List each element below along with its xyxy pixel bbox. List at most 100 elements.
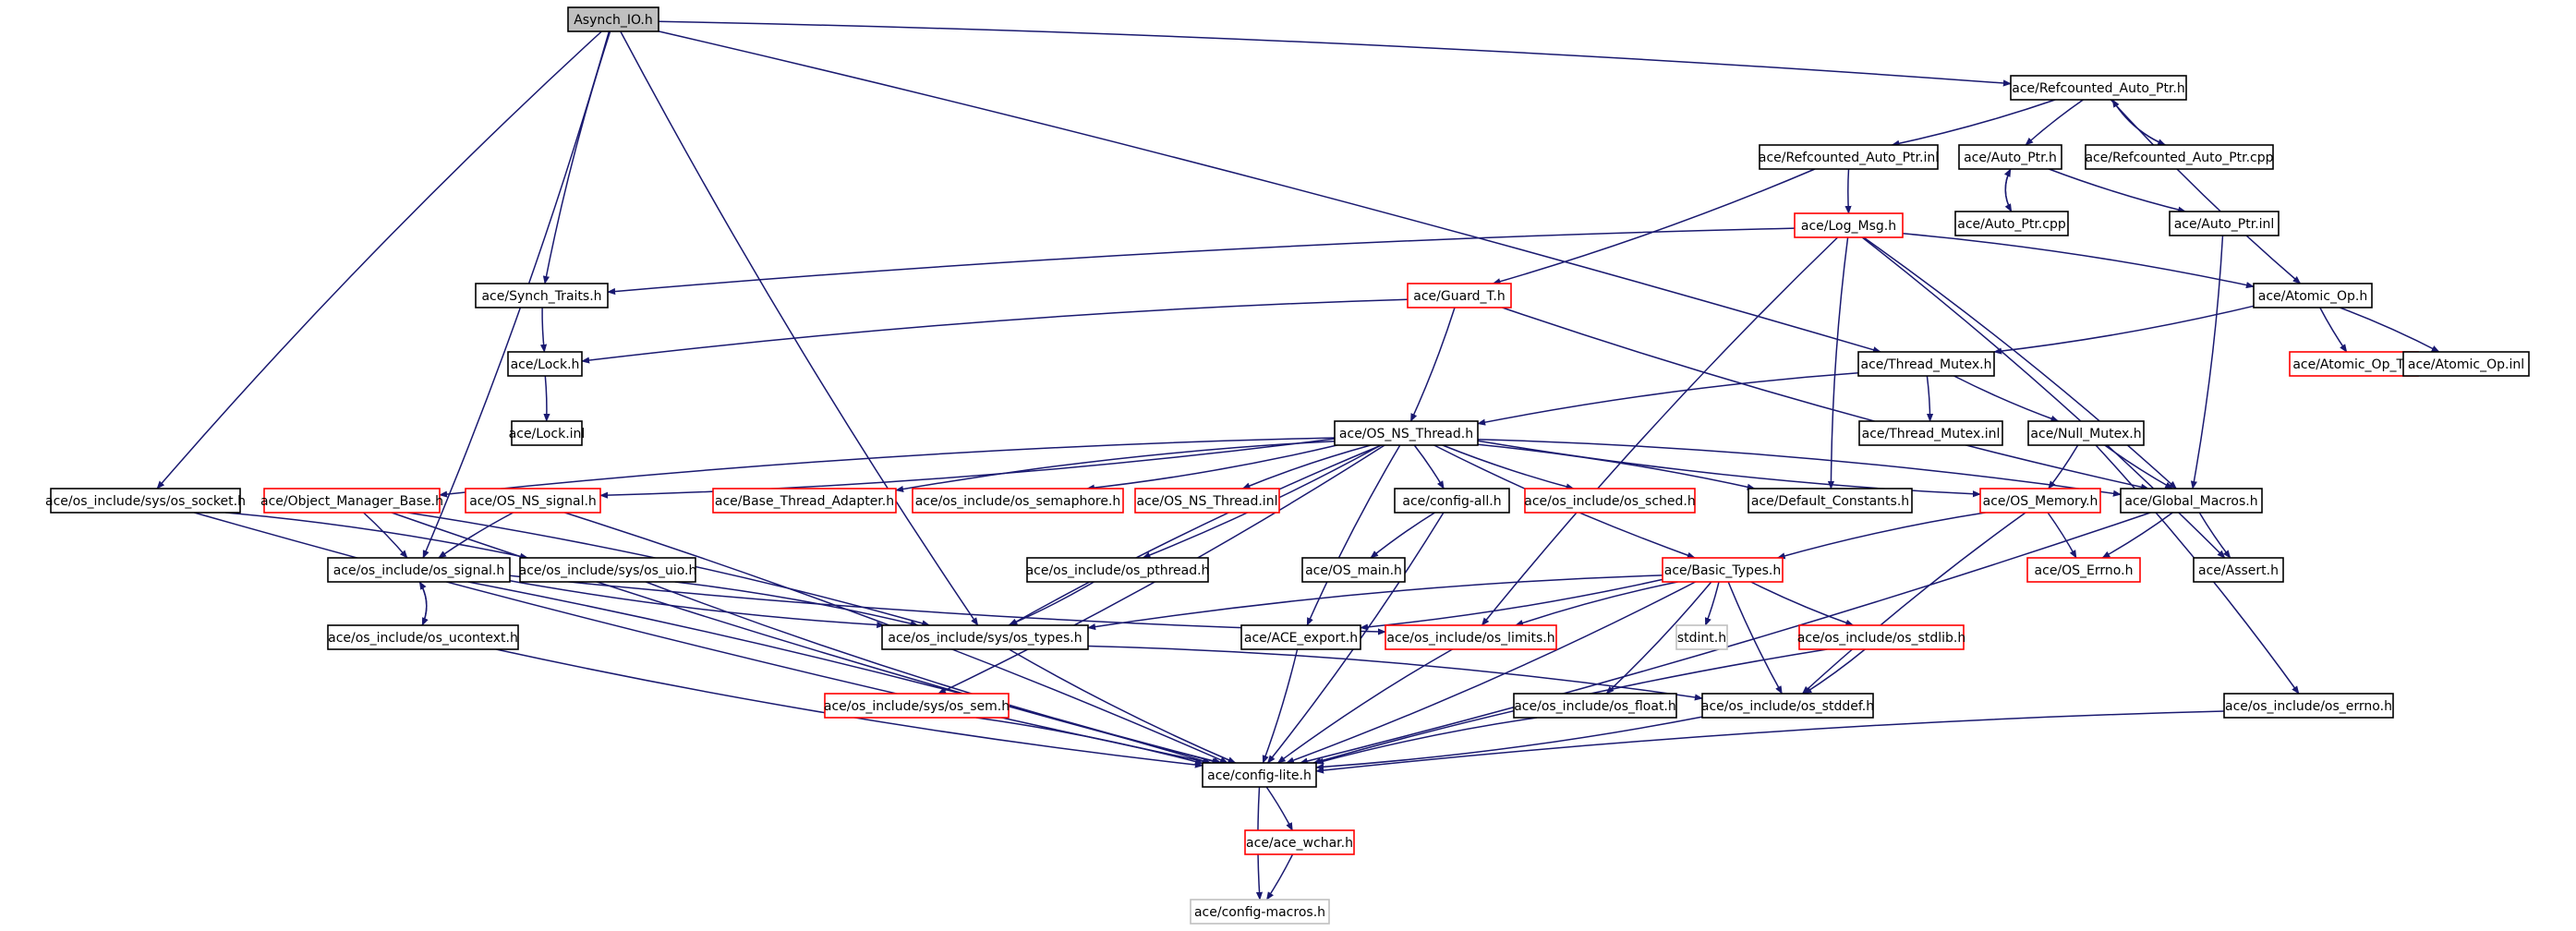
node-os-errno-red[interactable]: ace/OS_Errno.h <box>2026 557 2141 583</box>
node-basic-types[interactable]: ace/Basic_Types.h <box>1662 557 1784 583</box>
node-os-sched[interactable]: ace/os_include/os_sched.h <box>1524 488 1696 514</box>
node-assert-h[interactable]: ace/Assert.h <box>2193 557 2284 583</box>
node-thread-mutex-inl[interactable]: ace/Thread_Mutex.inl <box>1858 420 2003 446</box>
node-sys-sem[interactable]: ace/os_include/sys/os_sem.h <box>824 693 1010 719</box>
node-box[interactable] <box>1407 283 1512 308</box>
node-box[interactable] <box>1759 144 1939 170</box>
node-sys-uio[interactable]: ace/os_include/sys/os_uio.h <box>519 557 697 583</box>
node-box[interactable] <box>2026 557 2141 583</box>
node-os-main[interactable]: ace/OS_main.h <box>1301 557 1406 583</box>
node-os-ucontext[interactable]: ace/os_include/os_ucontext.h <box>327 624 519 650</box>
node-os-ns-thread-inl[interactable]: ace/OS_NS_Thread.inl <box>1134 488 1280 514</box>
node-box[interactable] <box>1857 351 1995 377</box>
node-os-ns-signal[interactable]: ace/OS_NS_signal.h <box>465 488 601 514</box>
node-null-mutex[interactable]: ace/Null_Mutex.h <box>2027 420 2145 446</box>
node-box[interactable] <box>1701 693 1874 719</box>
node-atomic-op-inl[interactable]: ace/Atomic_Op.inl <box>2402 351 2530 377</box>
node-os-stdlib[interactable]: ace/os_include/os_stdlib.h <box>1797 624 1965 650</box>
node-lock-h[interactable]: ace/Lock.h <box>507 351 583 377</box>
node-refcounted-auto-ptr-h[interactable]: ace/Refcounted_Auto_Ptr.h <box>2010 75 2187 101</box>
node-box[interactable] <box>1979 488 2101 514</box>
node-box[interactable] <box>507 351 583 377</box>
node-box[interactable] <box>2169 211 2280 236</box>
node-box[interactable] <box>519 557 696 583</box>
node-box[interactable] <box>2289 351 2419 377</box>
node-os-pthread[interactable]: ace/os_include/os_pthread.h <box>1026 557 1210 583</box>
node-os-limits[interactable]: ace/os_include/os_limits.h <box>1385 624 1557 650</box>
node-box[interactable] <box>881 624 1089 650</box>
node-box[interactable] <box>1244 829 1355 855</box>
node-object-manager-base[interactable]: ace/Object_Manager_Base.h <box>260 488 443 514</box>
node-atomic-op-h[interactable]: ace/Atomic_Op.h <box>2253 283 2373 308</box>
node-auto-ptr-inl[interactable]: ace/Auto_Ptr.inl <box>2169 211 2280 236</box>
node-os-float[interactable]: ace/os_include/os_float.h <box>1513 693 1677 719</box>
node-box[interactable] <box>465 488 601 514</box>
node-box[interactable] <box>912 488 1124 514</box>
node-box[interactable] <box>475 283 609 308</box>
node-os-stddef[interactable]: ace/os_include/os_stddef.h <box>1701 693 1874 719</box>
node-thread-mutex-h[interactable]: ace/Thread_Mutex.h <box>1857 351 1995 377</box>
node-box[interactable] <box>1240 624 1361 650</box>
node-box[interactable] <box>1794 212 1904 238</box>
node-box[interactable] <box>327 557 511 583</box>
node-stdint[interactable]: stdint.h <box>1675 624 1728 650</box>
node-refcounted-auto-ptr-cpp[interactable]: ace/Refcounted_Auto_Ptr.cpp <box>2085 144 2274 170</box>
node-box[interactable] <box>1301 557 1406 583</box>
node-log-msg[interactable]: ace/Log_Msg.h <box>1794 212 1904 238</box>
node-os-ns-thread-h[interactable]: ace/OS_NS_Thread.h <box>1334 420 1479 446</box>
node-box[interactable] <box>327 624 519 650</box>
node-box[interactable] <box>2193 557 2284 583</box>
node-box[interactable] <box>824 693 1010 719</box>
node-box[interactable] <box>1026 557 1209 583</box>
node-ace-wchar[interactable]: ace/ace_wchar.h <box>1244 829 1355 855</box>
node-os-errno[interactable]: ace/os_include/os_errno.h <box>2223 693 2394 719</box>
node-auto-ptr-cpp[interactable]: ace/Auto_Ptr.cpp <box>1954 211 2069 236</box>
node-os-memory[interactable]: ace/OS_Memory.h <box>1979 488 2101 514</box>
node-config-all[interactable]: ace/config-all.h <box>1394 488 1510 514</box>
node-os-signal[interactable]: ace/os_include/os_signal.h <box>327 557 511 583</box>
node-default-constants[interactable]: ace/Default_Constants.h <box>1748 488 1913 514</box>
node-box[interactable] <box>1385 624 1557 650</box>
node-box[interactable] <box>1190 899 1330 925</box>
node-sys-types[interactable]: ace/os_include/sys/os_types.h <box>881 624 1089 650</box>
node-sys-socket[interactable]: ace/os_include/sys/os_socket.h <box>45 488 246 514</box>
node-box[interactable] <box>1524 488 1696 514</box>
node-box[interactable] <box>1202 762 1317 788</box>
node-box[interactable] <box>511 420 583 446</box>
node-box[interactable] <box>567 6 659 32</box>
node-box[interactable] <box>1954 211 2069 236</box>
node-box[interactable] <box>2253 283 2373 308</box>
node-config-lite[interactable]: ace/config-lite.h <box>1202 762 1317 788</box>
node-box[interactable] <box>1513 693 1677 719</box>
node-global-macros[interactable]: ace/Global_Macros.h <box>2120 488 2263 514</box>
node-guard-t[interactable]: ace/Guard_T.h <box>1407 283 1512 308</box>
node-box[interactable] <box>712 488 897 514</box>
node-box[interactable] <box>1798 624 1965 650</box>
node-box[interactable] <box>2402 351 2530 377</box>
node-box[interactable] <box>1334 420 1479 446</box>
node-os-semaphore[interactable]: ace/os_include/os_semaphore.h <box>912 488 1124 514</box>
node-box[interactable] <box>1958 144 2062 170</box>
node-box[interactable] <box>2027 420 2145 446</box>
node-box[interactable] <box>263 488 441 514</box>
node-box[interactable] <box>1662 557 1784 583</box>
node-box[interactable] <box>1675 624 1728 650</box>
node-lock-inl[interactable]: ace/Lock.inl <box>509 420 586 446</box>
node-box[interactable] <box>2223 693 2394 719</box>
node-atomic-op-t[interactable]: ace/Atomic_Op_T.h <box>2289 351 2419 377</box>
node-synch-traits[interactable]: ace/Synch_Traits.h <box>475 283 609 308</box>
node-box[interactable] <box>1394 488 1510 514</box>
node-box[interactable] <box>2120 488 2263 514</box>
node-config-macros[interactable]: ace/config-macros.h <box>1190 899 1330 925</box>
node-box[interactable] <box>1858 420 2003 446</box>
node-ace-export[interactable]: ace/ACE_export.h <box>1240 624 1361 650</box>
node-box[interactable] <box>50 488 241 514</box>
node-base-thread-adapter[interactable]: ace/Base_Thread_Adapter.h <box>712 488 897 514</box>
node-box[interactable] <box>1134 488 1280 514</box>
node-refcounted-auto-ptr-inl[interactable]: ace/Refcounted_Auto_Ptr.inl <box>1759 144 1939 170</box>
node-box[interactable] <box>2085 144 2274 170</box>
node-box[interactable] <box>1748 488 1913 514</box>
node-asynch-io[interactable]: Asynch_IO.h <box>567 6 659 32</box>
node-auto-ptr-h[interactable]: ace/Auto_Ptr.h <box>1958 144 2062 170</box>
node-box[interactable] <box>2010 75 2187 101</box>
